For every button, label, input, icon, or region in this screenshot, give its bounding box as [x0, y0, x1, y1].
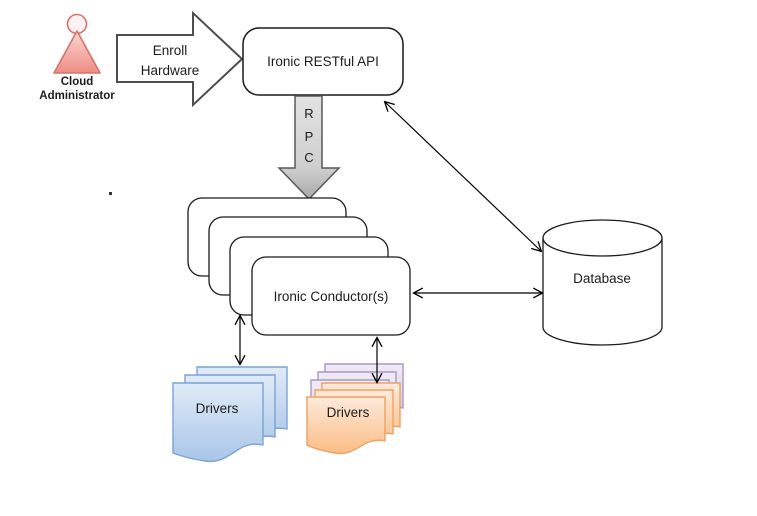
api-box-label: Ironic RESTful API: [267, 54, 379, 69]
blue-doc-front: [172, 382, 264, 463]
rpc-letter-p: P: [305, 129, 314, 144]
actor-label-line2: Administrator: [39, 90, 115, 102]
conductor-stack: Ironic Conductor(s): [187, 197, 411, 336]
actor-body-icon: [53, 30, 101, 74]
ironic-api-box: Ironic RESTful API: [242, 27, 404, 96]
api-box-shape: [242, 27, 404, 96]
database-body-shape: [542, 238, 663, 346]
drivers-stack-left: Drivers: [172, 366, 288, 463]
database-top-shape: [542, 219, 663, 257]
enroll-arrow-shape: [116, 10, 244, 108]
drivers-right-label: Drivers: [327, 405, 370, 420]
arrow-api-database: [385, 102, 541, 251]
rpc-arrow: R P C: [277, 95, 341, 201]
enroll-label-line1: Enroll: [153, 43, 188, 58]
cloud-administrator-actor: Cloud Administrator: [39, 13, 115, 102]
enroll-hardware-arrow: Enroll Hardware: [116, 10, 244, 108]
actor-label-line1: Cloud: [61, 76, 94, 88]
rpc-arrow-shape: [277, 95, 341, 201]
rpc-letter-c: C: [304, 150, 313, 165]
conductor-label: Ironic Conductor(s): [274, 289, 389, 304]
drivers-left-label: Drivers: [196, 401, 239, 416]
database-label: Database: [573, 271, 631, 286]
conductor-front-box: [251, 256, 411, 336]
database-cylinder: Database: [542, 219, 663, 346]
drivers-stack-right: Drivers: [306, 363, 404, 455]
rpc-letter-r: R: [304, 106, 313, 121]
enroll-label-line2: Hardware: [141, 63, 200, 78]
stray-dot: [109, 192, 112, 195]
